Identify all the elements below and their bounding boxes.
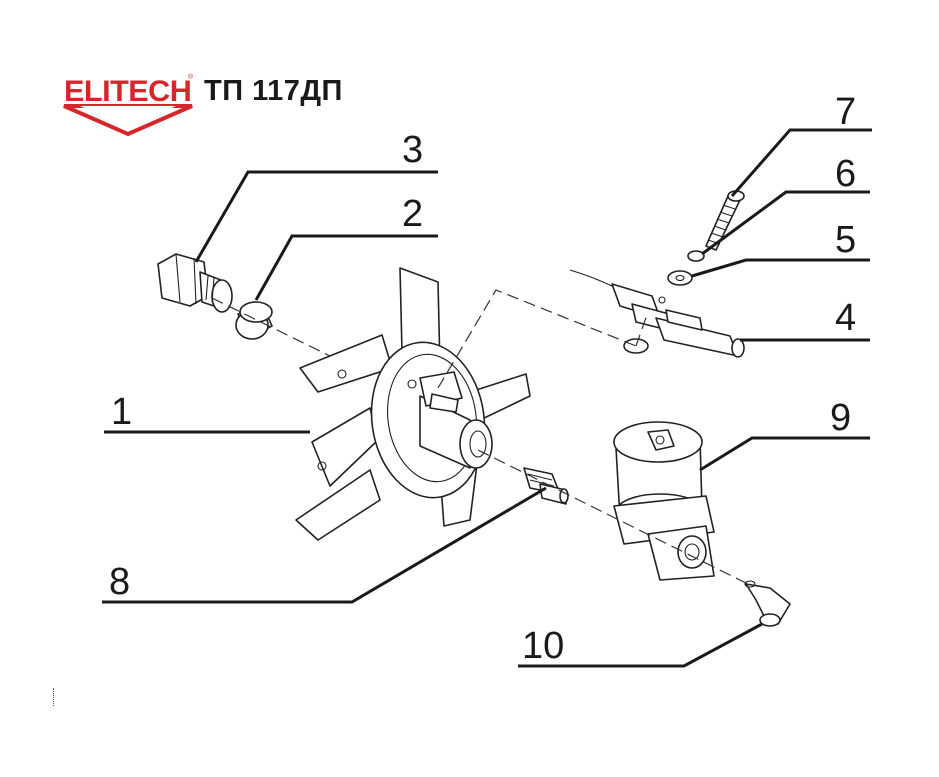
callout-2: 2 <box>402 193 423 235</box>
part-6-spring-washer <box>687 250 705 262</box>
elitech-logo-triangle-icon <box>63 104 193 136</box>
brand-registered-mark: ® <box>188 74 194 81</box>
part-1-fan-body <box>295 267 531 541</box>
part-5-washer <box>667 270 693 286</box>
part-10-elbow-fitting <box>744 580 791 627</box>
leader-lines <box>102 128 872 668</box>
part-4-electrode <box>569 269 745 358</box>
callout-8: 8 <box>109 561 130 603</box>
callout-9: 9 <box>830 397 851 439</box>
callout-4: 4 <box>835 297 856 339</box>
part-9-solenoid-valve <box>613 421 715 581</box>
model-title: ТП 117ДП <box>204 75 343 107</box>
callout-5: 5 <box>835 219 856 261</box>
part-2-sleeve <box>235 301 273 340</box>
callout-3: 3 <box>402 129 423 171</box>
part-3-fitting-nut <box>157 253 233 313</box>
assembly-axes <box>211 289 753 587</box>
header: ELITECH ® ТП 117ДП <box>62 66 382 136</box>
callout-10: 10 <box>522 625 564 667</box>
text-cursor-mark <box>53 688 55 706</box>
callout-1: 1 <box>111 391 132 433</box>
brand-name: ELITECH <box>64 75 192 108</box>
callout-7: 7 <box>835 91 856 133</box>
part-7-screw <box>705 190 745 251</box>
callout-6: 6 <box>835 153 856 195</box>
